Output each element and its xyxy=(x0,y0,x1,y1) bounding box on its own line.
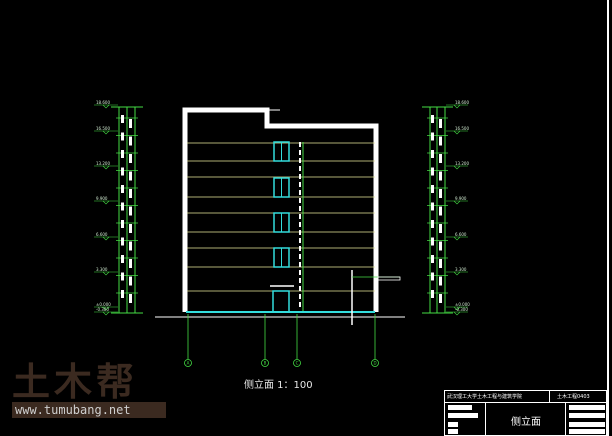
building-elevation xyxy=(155,107,405,325)
window-section xyxy=(129,206,132,216)
window-section xyxy=(439,241,442,251)
window-section xyxy=(439,294,442,303)
axis-label: C xyxy=(296,361,299,366)
window-section xyxy=(431,255,434,263)
window-section xyxy=(121,132,124,141)
window-section xyxy=(439,276,442,286)
sheet-title: 侧立面 xyxy=(511,417,541,428)
drawing-caption: 侧立面 1：100 xyxy=(244,380,313,391)
window-section xyxy=(431,132,434,141)
window-section xyxy=(129,276,132,286)
window-section xyxy=(129,154,132,163)
window-section xyxy=(129,259,132,268)
level-label: 13.200 xyxy=(455,161,469,166)
axis-bubble xyxy=(371,359,379,367)
window-section xyxy=(129,294,132,303)
class-name: 土木工程0403 xyxy=(557,394,590,400)
watermark-logo: 土木帮 www.tumubang.net xyxy=(12,360,166,418)
window-section xyxy=(129,224,132,233)
window-section xyxy=(431,167,434,176)
window-section xyxy=(431,185,434,193)
level-label: 16.500 xyxy=(96,126,110,131)
window-section xyxy=(439,171,442,181)
level-label: 3.300 xyxy=(96,267,108,272)
window-section xyxy=(431,202,434,211)
window-section xyxy=(431,150,434,158)
window-section xyxy=(439,136,442,146)
level-label: ±0.000 xyxy=(96,302,111,307)
level-label: -0.300 xyxy=(455,307,468,312)
window-section xyxy=(431,272,434,281)
window-section xyxy=(121,115,124,123)
level-label: 9.900 xyxy=(96,196,108,201)
window-section xyxy=(129,241,132,251)
watermark-name: 土木帮 xyxy=(12,360,139,404)
window-section xyxy=(121,167,124,176)
level-label: 18.600 xyxy=(455,100,469,105)
window-section xyxy=(121,272,124,281)
window-section xyxy=(129,189,132,198)
entrance-door xyxy=(272,290,290,313)
window-section xyxy=(431,237,434,246)
level-label: 6.600 xyxy=(96,232,108,237)
axis-label: D xyxy=(373,361,376,366)
window-section xyxy=(121,150,124,158)
level-label: 18.600 xyxy=(96,100,110,105)
window-section xyxy=(439,206,442,216)
level-label: 9.900 xyxy=(455,196,467,201)
window-section xyxy=(121,185,124,193)
axis-grid: A B C D xyxy=(184,314,379,367)
axis-label: B xyxy=(264,361,267,366)
level-label: -0.300 xyxy=(96,307,109,312)
school-name: 武汉理工大学土木工程与建筑学院 xyxy=(447,394,523,400)
left-section-column: 18.600 16.500 13.200 9.900 6.600 3.300 ±0.000-… xyxy=(94,100,143,316)
level-label: 6.600 xyxy=(455,232,467,237)
building-outline xyxy=(182,107,379,312)
axis-bubble xyxy=(293,359,301,367)
window-section xyxy=(129,136,132,146)
window-section xyxy=(129,171,132,181)
window-section xyxy=(129,119,132,128)
level-label: 16.500 xyxy=(455,126,469,131)
level-label: 3.300 xyxy=(455,267,467,272)
window-section xyxy=(121,202,124,211)
right-section-column: 18.600 16.500 13.200 9.900 6.600 3.300 ±0.000-… xyxy=(422,100,470,316)
window-section xyxy=(431,220,434,228)
level-label: 13.200 xyxy=(96,161,110,166)
watermark-url: www.tumubang.net xyxy=(12,402,166,418)
window-section xyxy=(431,115,434,123)
title-block: 武汉理工大学土木工程与建筑学院 土木工程0403 侧立面 xyxy=(444,390,608,436)
window-section xyxy=(439,119,442,128)
window-section xyxy=(121,290,124,298)
window-section xyxy=(439,259,442,268)
axis-bubble xyxy=(184,359,192,367)
window-section xyxy=(121,220,124,228)
level-label: ±0.000 xyxy=(455,302,470,307)
window-section xyxy=(121,255,124,263)
axis-bubble xyxy=(261,359,269,367)
window-section xyxy=(439,189,442,198)
window-section xyxy=(431,290,434,298)
window-section xyxy=(439,154,442,163)
axis-label: A xyxy=(187,361,190,366)
window-section xyxy=(439,224,442,233)
windows xyxy=(273,141,290,268)
window-section xyxy=(121,237,124,246)
